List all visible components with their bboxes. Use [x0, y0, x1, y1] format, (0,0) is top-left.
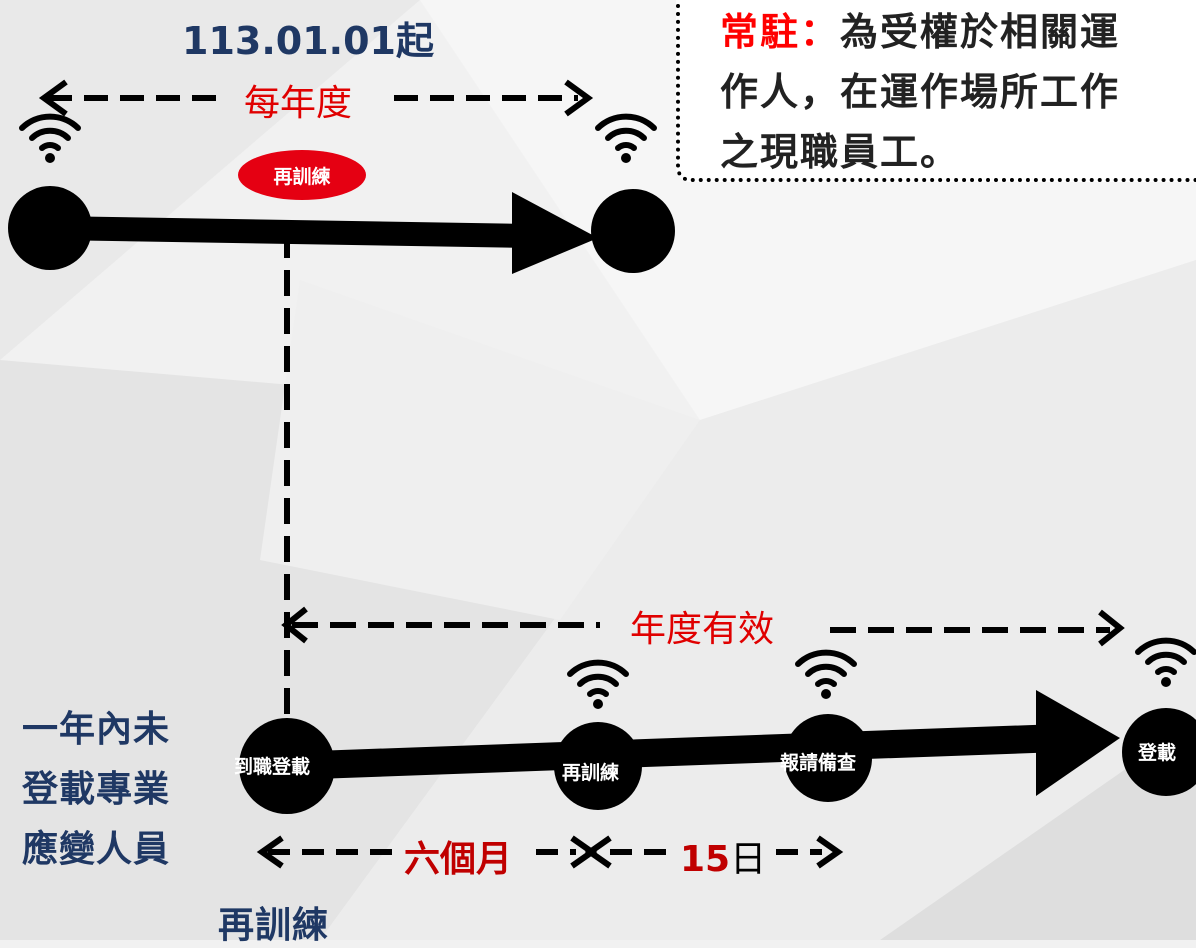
- start-date-label: 113.01.01起: [182, 19, 434, 63]
- bottom-retraining-label: 再訓練: [218, 905, 330, 946]
- timeline-node: [554, 722, 642, 810]
- end-node: [591, 189, 675, 273]
- validity-span-arrow: [281, 606, 1125, 647]
- start-node: [8, 186, 92, 270]
- timeline-node: [239, 718, 335, 814]
- node-label-report: 報請備查: [780, 752, 857, 774]
- timeline-node: [1122, 708, 1196, 796]
- timeline-node: [784, 714, 872, 802]
- note-line: 之現職員工。: [720, 130, 961, 174]
- wifi-icon: [798, 653, 854, 699]
- node-label-register: 登載: [1138, 742, 1177, 764]
- side-label-line: 一年內未: [22, 709, 171, 750]
- six-month-label: 六個月: [404, 839, 513, 880]
- definition-note: 常駐：為受權於相關運 作人，在運作場所工作 之現職員工。: [676, 0, 1196, 182]
- annual-span-label: 每年度: [244, 83, 353, 124]
- fifteen-number: 15: [680, 839, 731, 880]
- node-label-onboard: 到職登載: [234, 756, 311, 778]
- side-label-line: 登載專業: [22, 769, 171, 810]
- wifi-icon: [22, 117, 78, 163]
- validity-label: 年度有效: [630, 609, 775, 650]
- annual-timeline: [8, 186, 675, 274]
- wifi-icon: [1138, 641, 1194, 687]
- fifteen-day-label: 15日: [680, 830, 766, 882]
- note-keyword: 常駐：: [720, 10, 841, 54]
- wifi-icon: [570, 663, 626, 709]
- definition-text: 常駐：為受權於相關運 作人，在運作場所工作 之現職員工。: [720, 2, 1196, 182]
- day-unit: 日: [730, 839, 767, 880]
- side-label-line: 應變人員: [22, 829, 171, 870]
- duration-arrows: [256, 835, 844, 869]
- node-label-retrain: 再訓練: [562, 762, 620, 784]
- wifi-icon: [598, 117, 654, 163]
- annual-span-arrow: [38, 79, 594, 117]
- retraining-pill: 再訓練: [238, 150, 366, 200]
- note-line: 作人，在運作場所工作: [720, 70, 1121, 114]
- note-line: 為受權於相關運: [840, 10, 1121, 54]
- lower-timeline: [239, 690, 1196, 814]
